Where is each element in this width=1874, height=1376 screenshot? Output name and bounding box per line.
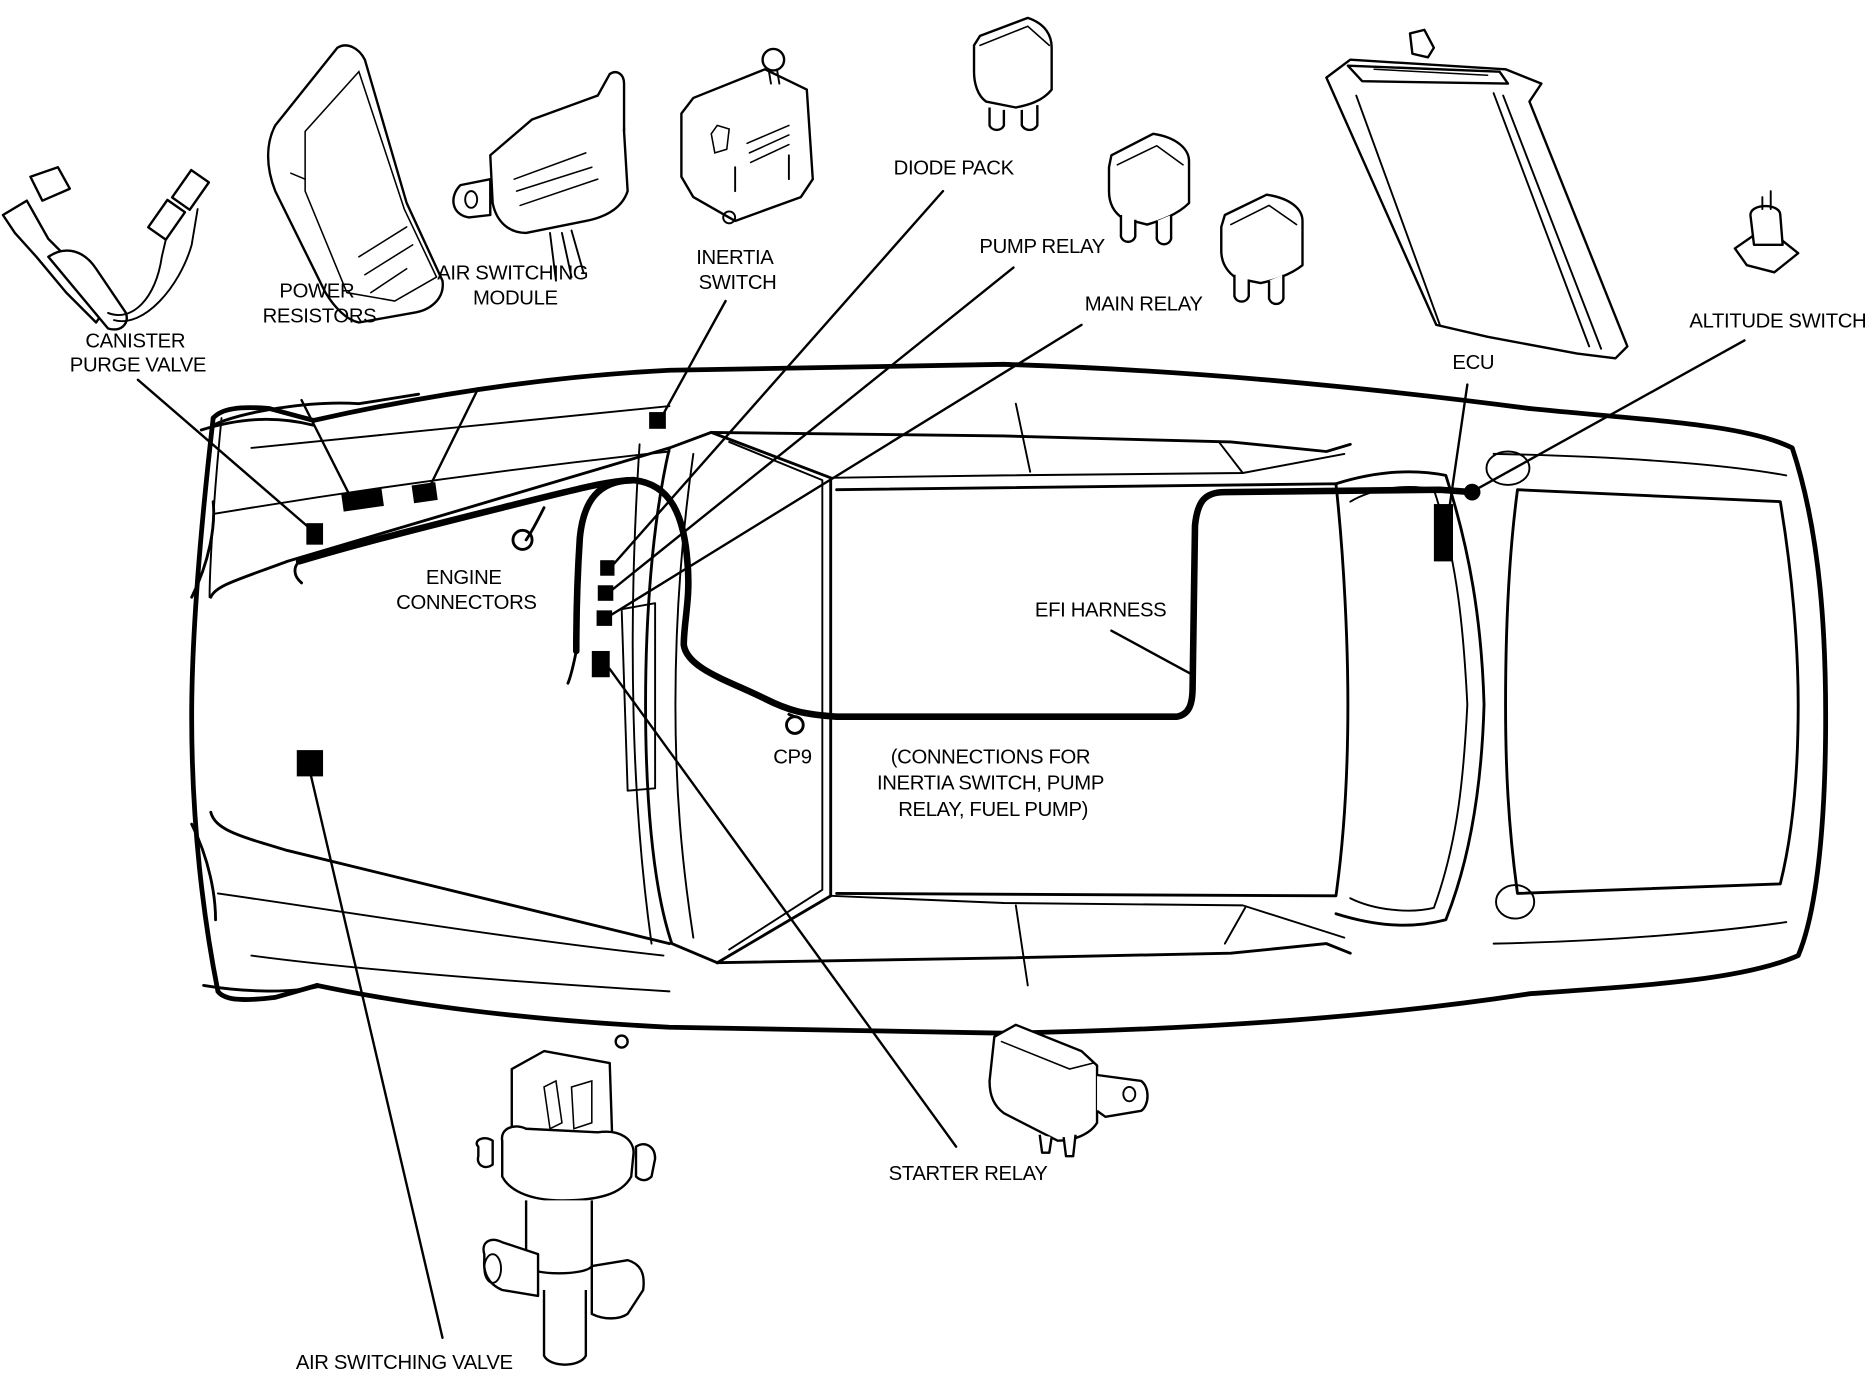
label-ecu: ECU (1452, 352, 1494, 374)
label-starter-relay: STARTER RELAY (889, 1163, 1049, 1185)
labels: CANISTER PURGE VALVE POWER RESISTORS AIR… (70, 157, 1867, 1373)
label-power-resistors: POWER RESISTORS (263, 280, 377, 327)
label-pump-relay: PUMP RELAY (979, 236, 1105, 258)
starter-relay-marker (591, 650, 610, 678)
power-resistors-illustration (267, 44, 444, 324)
leader-diode-pack (608, 189, 945, 570)
label-cp9-note: (CONNECTIONS FOR INERTIA SWITCH, PUMP RE… (877, 746, 1109, 821)
leader-main-relay (603, 323, 1083, 620)
label-efi-harness: EFI HARNESS (1035, 599, 1166, 621)
starter-relay-illustration (988, 1023, 1149, 1158)
ecu-marker (1433, 504, 1453, 562)
diode-pack-illustration (972, 16, 1053, 132)
leader-pump-relay (606, 266, 1015, 595)
leader-air-switching-module (426, 387, 480, 491)
label-air-switching-module: AIR SWITCHING MODULE (437, 263, 593, 310)
leader-power-resistors (300, 398, 355, 503)
power-resistors-marker (341, 488, 384, 512)
air-switching-valve-illustration (475, 1034, 657, 1366)
leader-canister-purge-valve (136, 378, 315, 533)
leader-air-switching-valve (309, 775, 444, 1339)
label-altitude-switch: ALTITUDE SWITCH (1689, 310, 1866, 332)
leader-starter-relay (608, 667, 958, 1148)
leader-ecu (1448, 383, 1469, 509)
label-engine-connectors: ENGINE CONNECTORS (396, 567, 536, 614)
cp9-connector-ring (785, 715, 805, 735)
label-diode-pack: DIODE PACK (894, 157, 1015, 179)
label-inertia-switch: INERTIA SWITCH (696, 247, 778, 294)
air-switching-module-marker (411, 482, 438, 504)
altitude-switch-illustration (1733, 190, 1800, 274)
ecu-illustration (1325, 28, 1629, 360)
leader-lines (136, 189, 1746, 1339)
engine-connector-ring (511, 528, 534, 551)
air-switching-module-illustration (452, 71, 629, 282)
inertia-switch-illustration (680, 47, 814, 225)
pump-relay-illustration (1107, 132, 1191, 246)
efi-harness-route (293, 476, 1481, 735)
air-switching-valve-marker (296, 750, 324, 777)
altitude-switch-node (1463, 483, 1481, 501)
diode-pack-marker (600, 560, 615, 576)
label-canister-purge-valve: CANISTER PURGE VALVE (70, 331, 206, 377)
label-air-switching-valve: AIR SWITCHING VALVE (296, 1352, 513, 1374)
main-relay-illustration (1220, 193, 1304, 306)
pump-relay-marker (597, 585, 614, 601)
label-main-relay: MAIN RELAY (1085, 294, 1204, 316)
leader-altitude-switch (1474, 339, 1746, 491)
leader-inertia-switch (659, 299, 727, 420)
canister-purge-valve-illustration (1, 166, 211, 331)
label-cp9: CP9 (773, 746, 811, 768)
leader-efi-harness (1110, 629, 1194, 677)
car-body-outline (189, 361, 1829, 1036)
